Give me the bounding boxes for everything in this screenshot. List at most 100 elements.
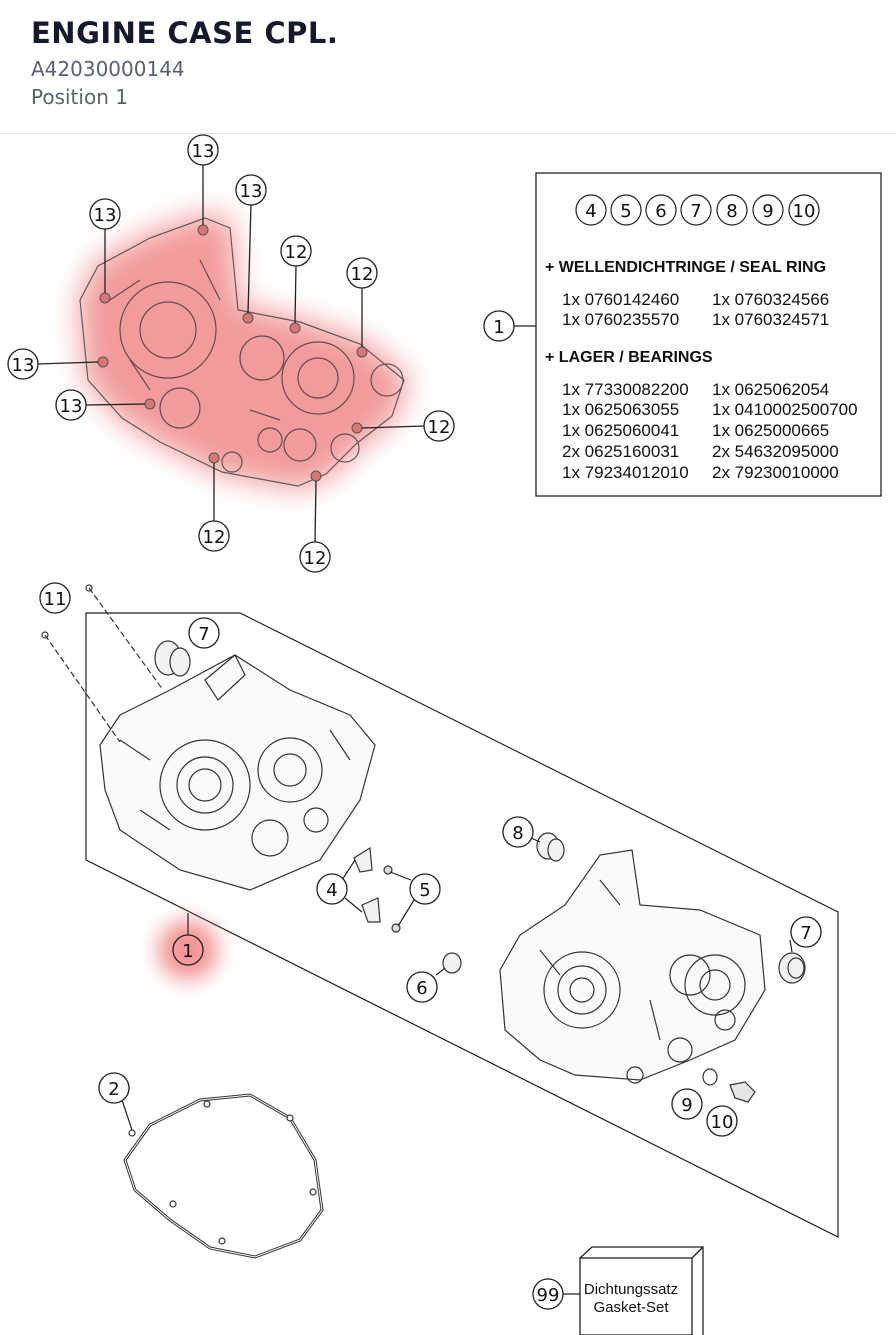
right-case-half[interactable] [499,849,766,1084]
svg-text:99: 99 [537,1285,560,1306]
screws-5[interactable] [383,865,401,933]
svg-text:1: 1 [493,317,504,338]
callout-11[interactable]: 11 [39,582,71,614]
callout-9[interactable]: 9 [671,1088,703,1120]
svg-text:12: 12 [351,264,374,285]
seal-ring-heading: + WELLENDICHTRINGE / SEAL RING [545,259,826,276]
bushing-8[interactable] [536,832,565,862]
bearing-row-4-col-2: 2x 54632095000 [712,442,839,461]
svg-text:8: 8 [726,201,737,222]
seal-row-1-col-2: 1x 0760324566 [712,290,829,309]
callout-1-main[interactable]: 1 [172,934,204,966]
callout-12-bottom[interactable]: 12 [299,541,331,573]
engine-case-top-view[interactable] [78,212,410,490]
svg-text:13: 13 [240,181,263,202]
bushing-7-left[interactable] [154,640,191,677]
callout-12-right-top[interactable]: 12 [346,257,378,289]
svg-text:11: 11 [44,589,67,610]
bearing-row-3-col-1: 1x 0625060041 [562,421,679,440]
svg-text:1: 1 [182,941,193,962]
gasket-set-box[interactable]: Dichtungssatz Gasket-Set [579,1246,704,1335]
bearing-row-1-col-1: 1x 77330082200 [562,380,689,399]
case-outline [79,217,405,487]
svg-text:7: 7 [198,624,209,645]
callout-2[interactable]: 2 [98,1072,130,1104]
bolt-10[interactable] [729,1081,756,1103]
gasket-2-leader [121,1099,133,1131]
svg-text:13: 13 [12,355,35,376]
bushing-6[interactable] [442,952,462,974]
svg-text:10: 10 [711,1112,734,1133]
svg-text:4: 4 [326,880,337,901]
dowel-pins-11[interactable] [41,584,164,743]
svg-text:8: 8 [512,823,523,844]
svg-text:7: 7 [690,201,701,222]
callout-13-center[interactable]: 13 [235,174,267,206]
circled-part-numbers: 4 5 6 7 8 9 10 [575,194,820,226]
svg-text:13: 13 [60,396,83,417]
bearing-row-1-col-2: 1x 0625062054 [712,380,829,399]
assembly-plane [85,612,839,1238]
svg-text:6: 6 [416,978,427,999]
seal-row-2-col-2: 1x 0760324571 [712,310,829,329]
included-parts-box: 4 5 6 7 8 9 10 + WELLENDICHTRINGE / SEAL… [535,172,882,497]
top-leader-lines [36,164,536,544]
bearing-row-5-col-2: 2x 79230010000 [712,463,839,482]
part-number: A42030000144 [31,57,185,81]
callout-13-lower-left[interactable]: 13 [55,389,87,421]
svg-text:10: 10 [793,201,816,222]
svg-text:5: 5 [419,880,430,901]
callout-6[interactable]: 6 [406,971,438,1003]
svg-text:12: 12 [285,242,308,263]
svg-text:13: 13 [94,205,117,226]
bearing-row-2-col-2: 1x 0410002500700 [712,400,858,419]
svg-text:2: 2 [108,1079,119,1100]
svg-text:9: 9 [681,1095,692,1116]
callout-13-left[interactable]: 13 [7,348,39,380]
gasket-2[interactable] [123,1093,324,1259]
cover-plates-4[interactable] [353,846,381,923]
callout-4[interactable]: 4 [316,873,348,905]
svg-text:13: 13 [192,141,215,162]
callout-13-top[interactable]: 13 [187,134,219,166]
callout-8[interactable]: 8 [502,816,534,848]
washer-9[interactable] [702,1068,718,1086]
bushing-7-right[interactable] [778,952,806,984]
left-case-half[interactable] [99,654,376,891]
svg-text:12: 12 [304,548,327,569]
callout-7-left[interactable]: 7 [188,617,220,649]
svg-text:12: 12 [203,527,226,548]
bolt-points [97,224,368,482]
bearing-row-3-col-2: 1x 0625000665 [712,421,829,440]
gasket-set-label-en: Gasket-Set [593,1299,669,1316]
bearing-row-2-col-1: 1x 0625063055 [562,400,679,419]
callout-99[interactable]: 99 [532,1278,564,1310]
callout-10[interactable]: 10 [706,1105,738,1137]
svg-text:7: 7 [800,923,811,944]
callout-12-right[interactable]: 12 [423,410,455,442]
svg-text:9: 9 [762,201,773,222]
bearing-row-5-col-1: 1x 79234012010 [562,463,689,482]
page-title: ENGINE CASE CPL. [31,16,339,50]
callout-7-right[interactable]: 7 [790,916,822,948]
callout-5[interactable]: 5 [409,873,441,905]
bearing-row-4-col-1: 2x 0625160031 [562,442,679,461]
seal-row-1-col-1: 1x 0760142460 [562,290,679,309]
svg-text:6: 6 [655,201,666,222]
gasket-set-label-de: Dichtungssatz [584,1281,678,1298]
callout-12-upper[interactable]: 12 [280,235,312,267]
svg-text:4: 4 [585,201,596,222]
callout-13-left-top[interactable]: 13 [89,198,121,230]
callout-1-box[interactable]: 1 [483,310,515,342]
svg-text:5: 5 [620,201,631,222]
callout-12-bottom-left[interactable]: 12 [198,520,230,552]
callout-1-highlight [158,920,218,980]
seal-row-2-col-1: 1x 0760235570 [562,310,679,329]
bearings-heading: + LAGER / BEARINGS [545,349,713,366]
svg-text:12: 12 [428,417,451,438]
case-highlight [78,212,410,490]
bottom-leader-lines [187,837,793,976]
position-label: Position 1 [31,85,128,109]
header: ENGINE CASE CPL. A42030000144 Position 1 [0,0,896,134]
